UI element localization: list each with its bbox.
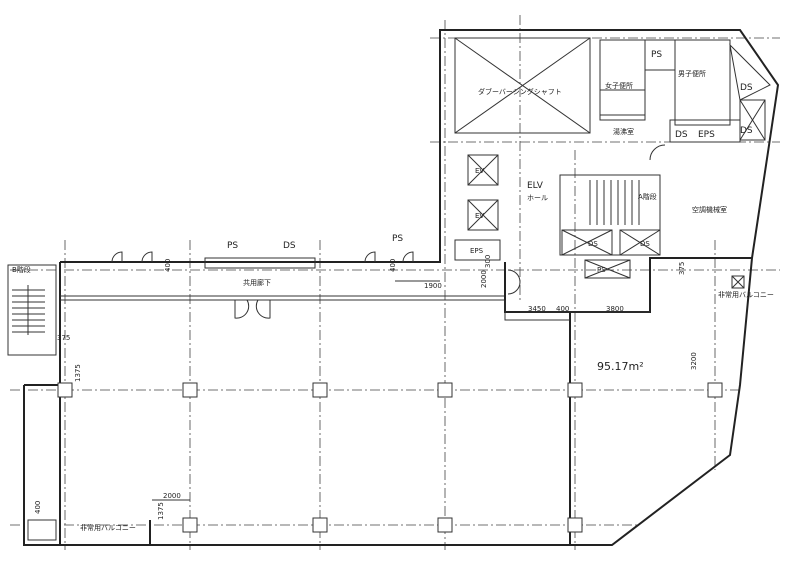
mens-toilet-label: 男子便所 — [678, 69, 706, 78]
machine-room-label: 空調機械室 — [692, 205, 727, 214]
balcony-left-label: 非常用バルコニー — [80, 523, 136, 532]
dim-1375-left: 1375 — [74, 364, 82, 382]
hall-label: ホール — [527, 194, 548, 202]
dim-375-right: 375 — [678, 262, 686, 275]
ps-core-label: PS — [597, 266, 606, 274]
dim-3200: 3200 — [690, 352, 698, 370]
dim-400-bottom: 400 — [34, 501, 42, 514]
corridor-ds-strip — [204, 257, 316, 269]
womens-toilet-label: 女子便所 — [605, 81, 633, 90]
kitchenette-label: 湯沸室 — [613, 127, 634, 136]
dim-2000-bottom: 2000 — [163, 492, 181, 500]
ds-top1-label: DS — [740, 83, 753, 93]
ev2-label: EV — [475, 212, 484, 220]
dim-1375-bottom: 1375 — [157, 502, 165, 520]
ev1-label: EV — [475, 167, 484, 175]
ds-core1-label: DS — [588, 240, 598, 248]
dim-400-right: 400 — [389, 259, 397, 272]
ps-corridor-label: PS — [227, 241, 238, 251]
grid-lines — [10, 15, 780, 550]
dim-3800: 3800 — [606, 305, 624, 313]
office-area-label: 95.17m² — [597, 360, 644, 373]
doors — [111, 144, 666, 319]
dimension-lines — [152, 280, 650, 501]
exterior-walls — [23, 29, 780, 546]
dim-400-left: 400 — [164, 259, 172, 272]
ds-core2-label: DS — [640, 240, 650, 248]
ds-top2-label: DS — [740, 126, 753, 136]
eps-label: EPS — [698, 130, 715, 140]
dim-375-stair: 375 — [57, 334, 70, 342]
ps-right-label: PS — [392, 234, 403, 244]
dim-400-core: 400 — [556, 305, 569, 313]
corridor-label: 共用廊下 — [243, 278, 271, 287]
shaft-area — [454, 37, 771, 143]
stair-a — [559, 174, 745, 289]
ds-corridor-label: DS — [283, 241, 296, 251]
ds-label: DS — [675, 130, 688, 140]
dim-3450: 3450 — [528, 305, 546, 313]
elevators — [454, 154, 501, 261]
dim-1900: 1900 — [424, 282, 442, 290]
stair-b-label: B階段 — [12, 265, 31, 274]
dim-300: 300 — [484, 255, 492, 268]
stair-a-label: A階段 — [638, 192, 657, 201]
dim-2000-core: 2000 — [480, 270, 488, 288]
elv-hall-label: ELV — [527, 181, 544, 191]
shaft-label: ダブーバーシングシャフト — [478, 87, 562, 96]
ps-top-label: PS — [651, 50, 662, 60]
columns — [27, 382, 723, 541]
balcony-right-label: 非常用バルコニー — [718, 290, 774, 299]
eps-core-label: EPS — [470, 247, 484, 255]
stair-b — [7, 264, 57, 356]
